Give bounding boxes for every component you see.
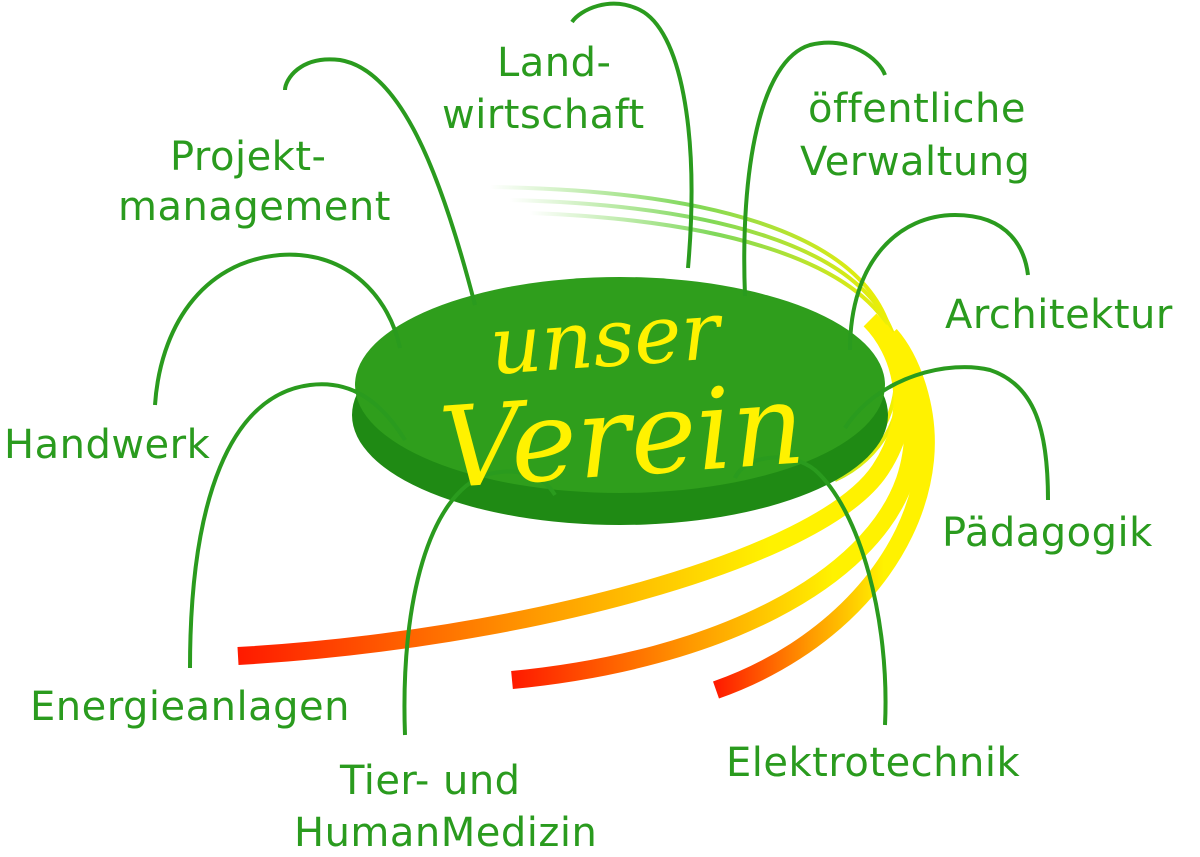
connector-landwirtschaft xyxy=(570,1,694,269)
center-title: unser Verein xyxy=(436,284,809,515)
disk-top xyxy=(355,277,885,493)
label-projekt-line-1: Projekt- xyxy=(170,134,326,180)
label-handwerk: Handwerk xyxy=(4,422,211,468)
label-verwaltung-line-1: öffentliche xyxy=(808,86,1026,132)
connector-handwerk xyxy=(153,252,402,406)
streak-top-2 xyxy=(509,198,903,482)
field-labels: Land- wirtschaft öffentliche Verwaltung … xyxy=(4,40,1173,856)
connector-lines xyxy=(153,1,1050,736)
label-architektur: Architektur xyxy=(945,292,1173,338)
connector-verwaltung xyxy=(742,40,887,297)
label-paedagogik: Pädagogik xyxy=(942,510,1153,556)
connector-tier xyxy=(402,469,557,736)
center-disk xyxy=(352,277,888,525)
label-elektro: Elektrotechnik xyxy=(726,740,1020,786)
label-projekt-line-2: management xyxy=(118,184,391,230)
label-landwirtschaft-line-2: wirtschaft xyxy=(442,92,645,138)
center-line-2: Verein xyxy=(436,359,809,514)
connector-elektro xyxy=(733,455,888,726)
center-line-1: unser xyxy=(487,284,727,393)
label-tier-line-2: HumanMedizin xyxy=(294,810,597,856)
label-landwirtschaft-line-1: Land- xyxy=(497,40,611,86)
connector-architektur xyxy=(848,212,1030,351)
streak-top-3 xyxy=(529,211,902,351)
label-verwaltung-line-2: Verwaltung xyxy=(800,139,1030,185)
connector-projekt xyxy=(283,57,477,306)
label-energie: Energieanlagen xyxy=(30,684,350,730)
label-tier-line-1: Tier- und xyxy=(339,758,521,804)
connector-paedagogik xyxy=(843,365,1050,501)
connector-energie xyxy=(188,382,407,669)
